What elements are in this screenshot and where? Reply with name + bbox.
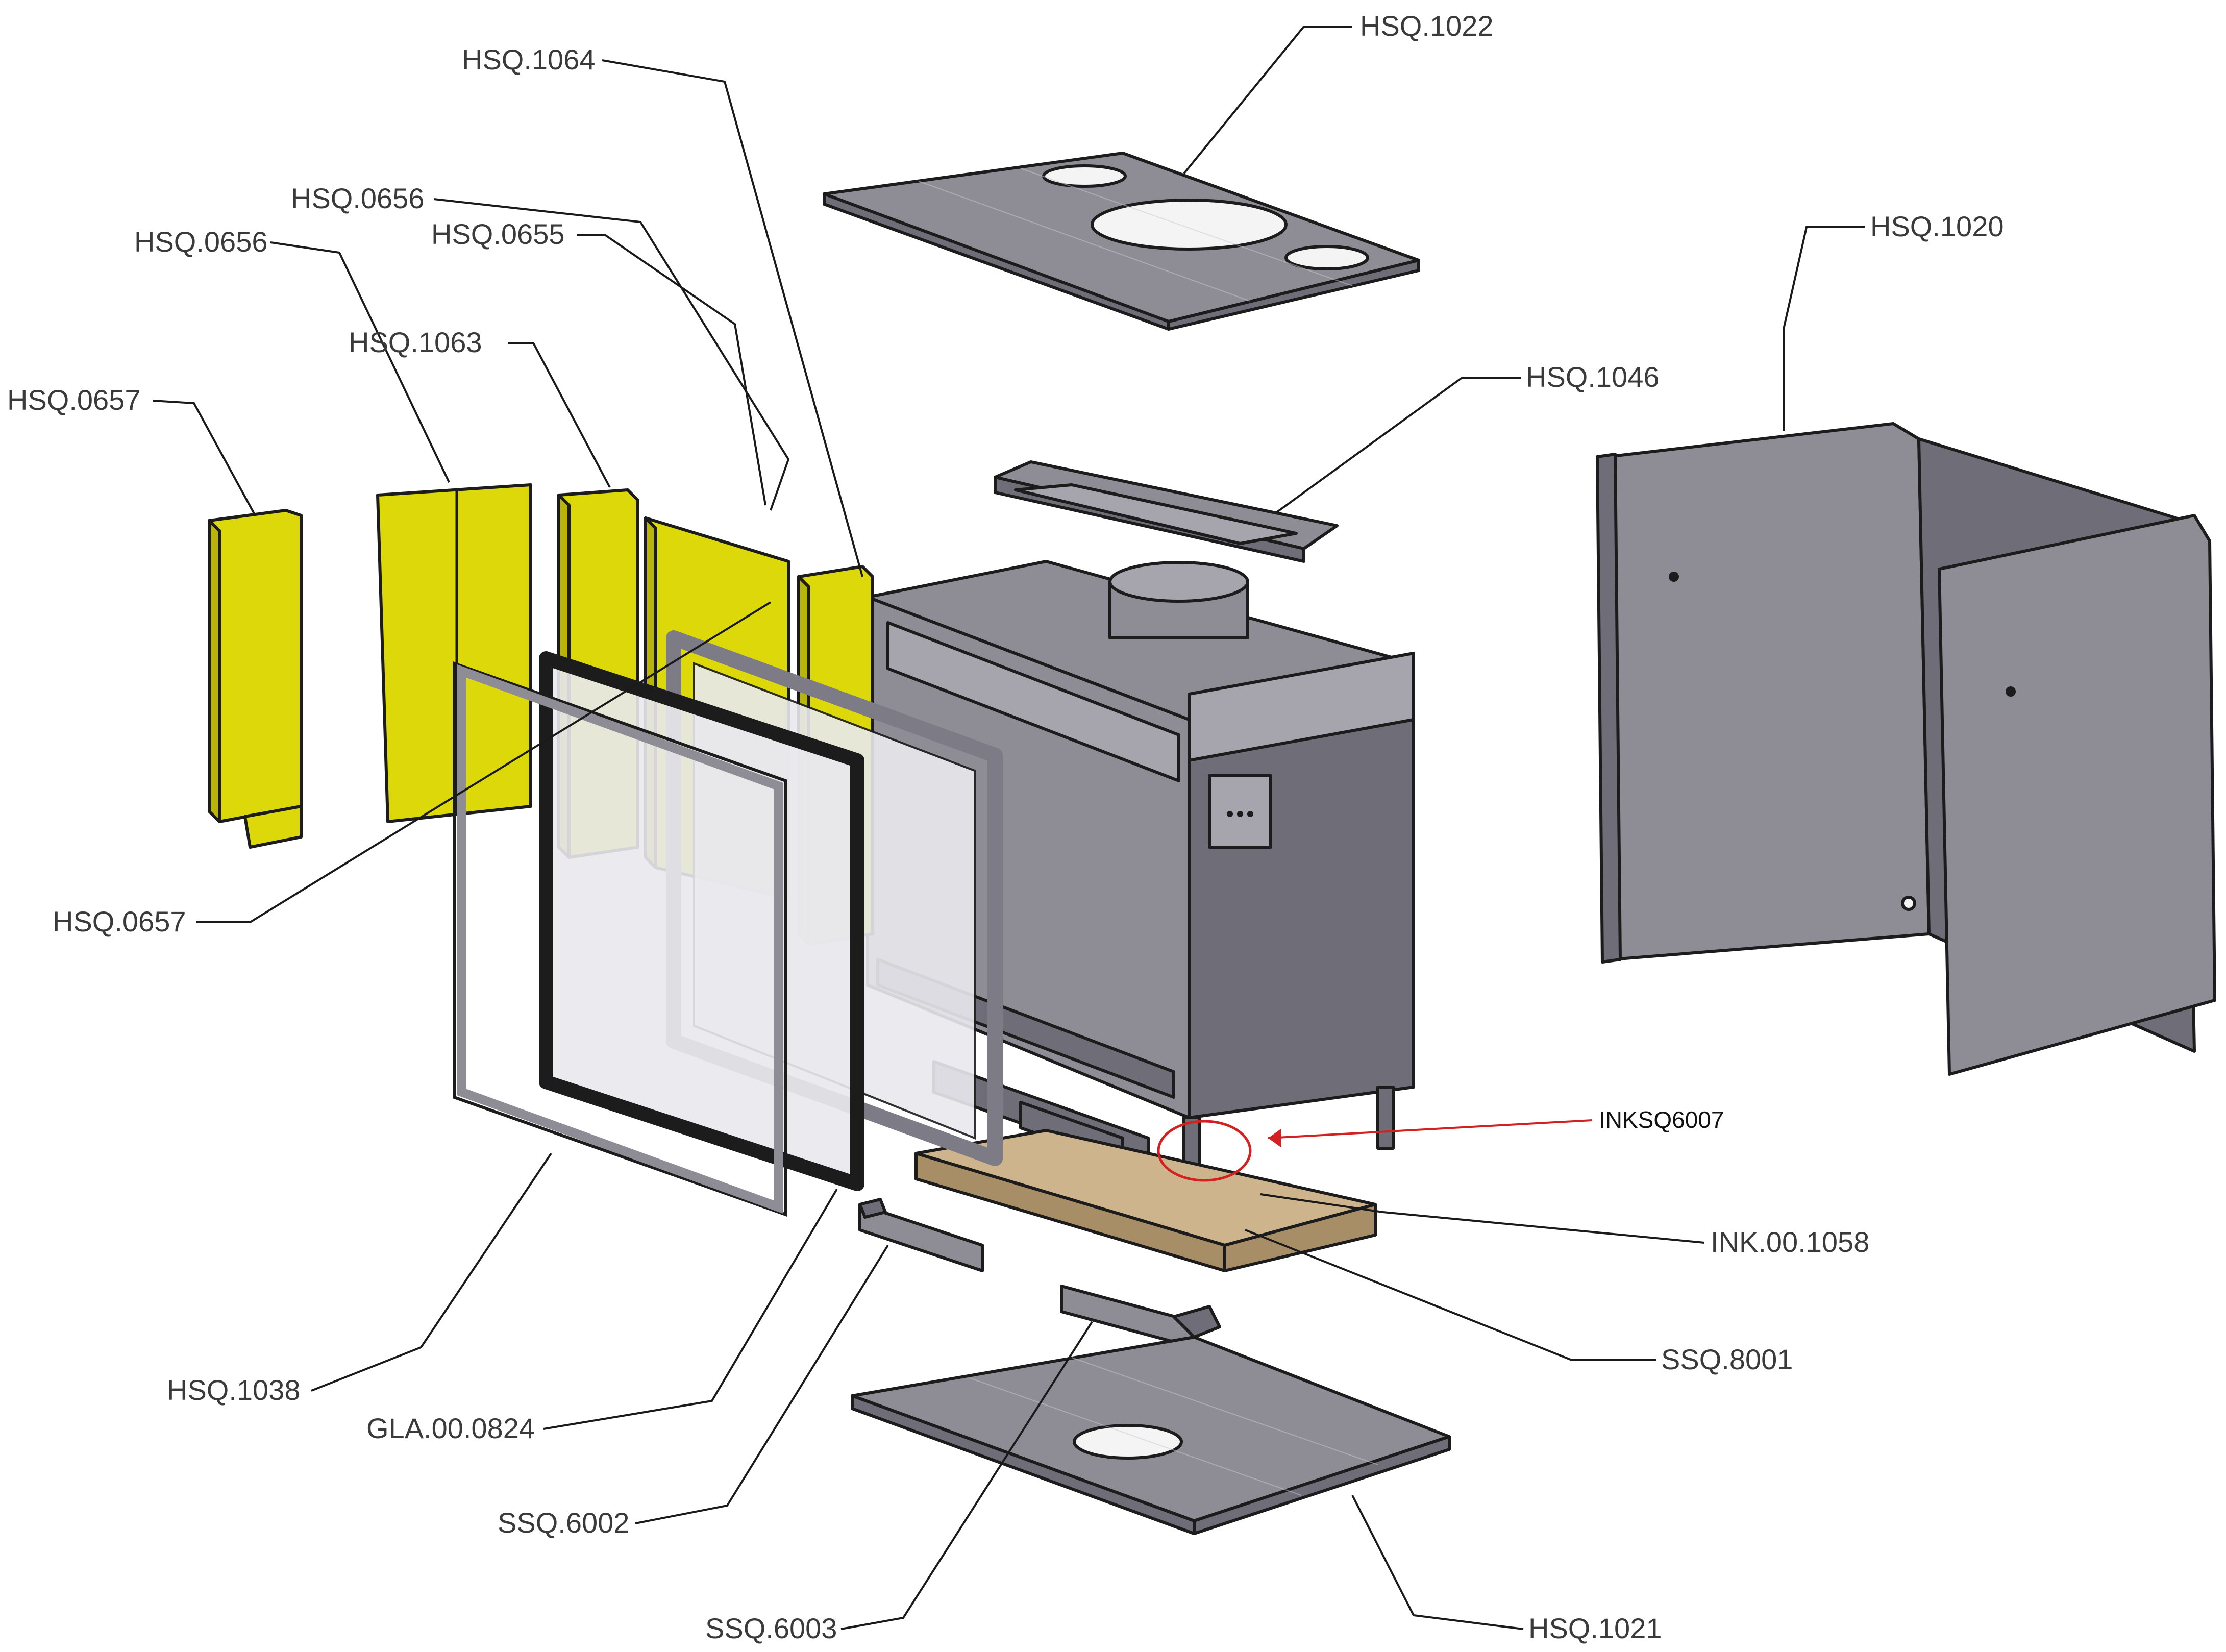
label-gla000824: GLA.00.0824 bbox=[366, 1412, 535, 1444]
label-hsq1021: HSQ.1021 bbox=[1528, 1612, 1662, 1644]
red-arrowhead bbox=[1268, 1129, 1281, 1147]
top-plate-part bbox=[823, 152, 1420, 331]
label-ssq6002: SSQ.6002 bbox=[498, 1507, 629, 1539]
label-hsq0656-a: HSQ.0656 bbox=[291, 182, 425, 214]
highlight-circle bbox=[1157, 1120, 1252, 1182]
label-hsq0657-b: HSQ.0657 bbox=[53, 905, 186, 938]
label-hsq0656-b: HSQ.0656 bbox=[134, 226, 268, 258]
label-hsq1063: HSQ.1063 bbox=[349, 326, 482, 358]
label-hsq1038: HSQ.1038 bbox=[167, 1374, 301, 1406]
label-ssq6003: SSQ.6003 bbox=[705, 1612, 837, 1644]
leader-lines bbox=[153, 26, 1865, 1630]
top-bracket-part bbox=[994, 460, 1339, 563]
label-ssq8001: SSQ.8001 bbox=[1661, 1343, 1793, 1375]
back-brick-part bbox=[376, 483, 532, 823]
bar-6002-part bbox=[858, 1198, 984, 1272]
label-hsq0655: HSQ.0655 bbox=[431, 218, 565, 250]
label-hsq0657-a: HSQ.0657 bbox=[7, 384, 141, 416]
label-inksq6007: INKSQ6007 bbox=[1599, 1106, 1724, 1133]
label-hsq1020: HSQ.1020 bbox=[1870, 210, 2004, 242]
bottom-plate-part bbox=[851, 1336, 1451, 1535]
outer-door-frame-part bbox=[453, 661, 787, 1217]
label-ink001058: INK.00.1058 bbox=[1711, 1226, 1869, 1258]
label-hsq1064: HSQ.1064 bbox=[462, 43, 596, 76]
side-brick-left-part bbox=[208, 509, 303, 849]
side-shroud-part bbox=[1596, 422, 2216, 1076]
label-hsq1046: HSQ.1046 bbox=[1526, 361, 1660, 393]
label-hsq1022: HSQ.1022 bbox=[1360, 10, 1494, 42]
base-block-part bbox=[914, 1129, 1377, 1272]
